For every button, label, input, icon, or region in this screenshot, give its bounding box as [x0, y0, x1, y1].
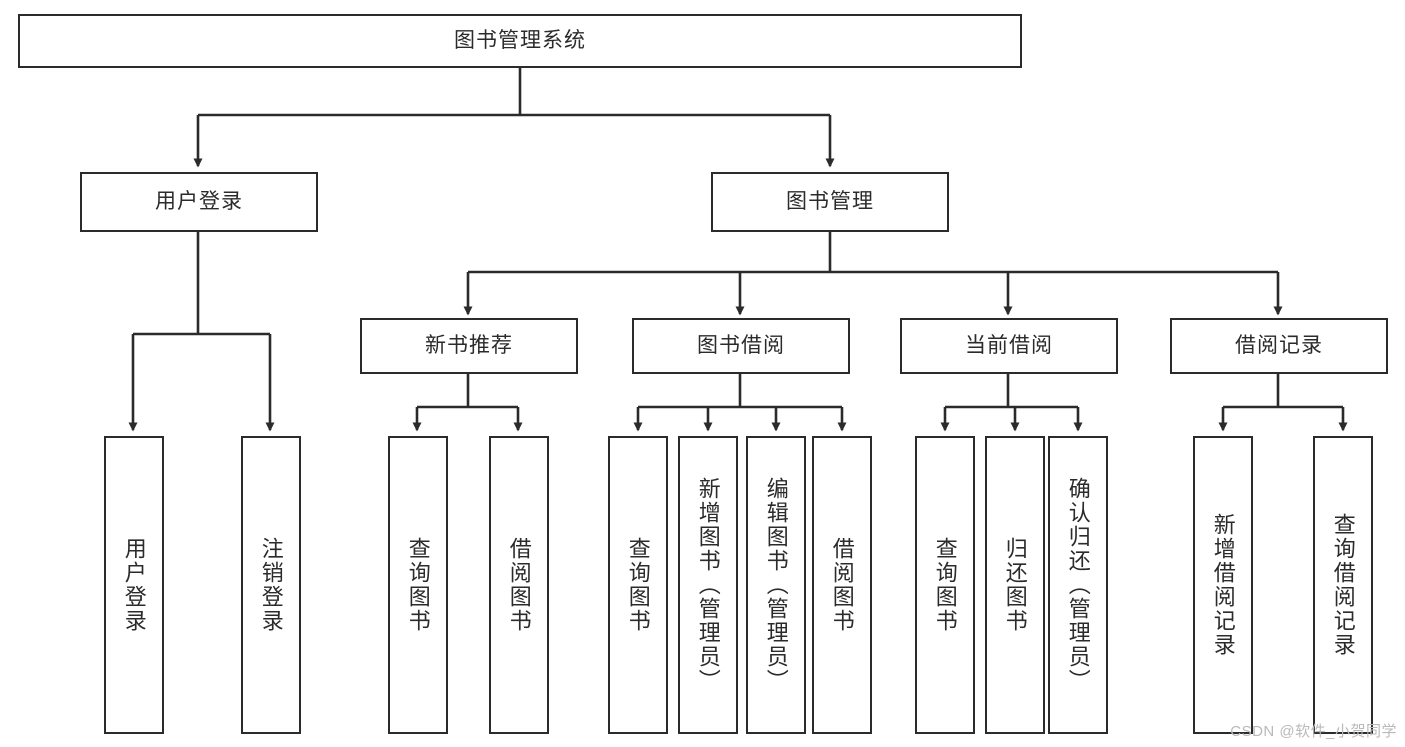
- node-label: 用户登录: [121, 537, 147, 633]
- leaf-user-login-logout[interactable]: 注销登录: [241, 436, 301, 734]
- node-label: 查询图书: [625, 537, 651, 633]
- node-label: 借阅图书: [506, 537, 532, 633]
- node-root-system[interactable]: 图书管理系统: [18, 14, 1022, 68]
- leaf-current-query-book[interactable]: 查询图书: [915, 436, 975, 734]
- watermark-text: CSDN @软件_小贺同学: [1230, 723, 1397, 740]
- leaf-recommend-borrow-book[interactable]: 借阅图书: [489, 436, 549, 734]
- node-current-borrow[interactable]: 当前借阅: [900, 318, 1118, 374]
- leaf-borrow-query-book[interactable]: 查询图书: [608, 436, 668, 734]
- node-label: 查询图书: [405, 537, 431, 633]
- node-new-book-recommend[interactable]: 新书推荐: [360, 318, 578, 374]
- node-label: 用户登录: [155, 190, 243, 214]
- leaf-borrow-borrow-book[interactable]: 借阅图书: [812, 436, 872, 734]
- leaf-recommend-query-book[interactable]: 查询图书: [388, 436, 448, 734]
- node-label: 注销登录: [258, 537, 284, 633]
- node-label: 归还图书: [1002, 537, 1028, 633]
- node-label: 图书管理系统: [454, 29, 586, 53]
- node-label: 借阅图书: [829, 537, 855, 633]
- node-label: 查询图书: [932, 537, 958, 633]
- node-label: 新增借阅记录: [1210, 513, 1236, 657]
- node-label: 借阅记录: [1235, 334, 1323, 358]
- node-label: 新书推荐: [425, 334, 513, 358]
- node-borrow-record[interactable]: 借阅记录: [1170, 318, 1388, 374]
- leaf-record-add-record[interactable]: 新增借阅记录: [1193, 436, 1253, 734]
- leaf-record-query-record[interactable]: 查询借阅记录: [1313, 436, 1373, 734]
- leaf-current-return-book[interactable]: 归还图书: [985, 436, 1045, 734]
- leaf-borrow-edit-book-admin[interactable]: 编辑图书（管理员）: [746, 436, 806, 734]
- node-book-borrow[interactable]: 图书借阅: [632, 318, 850, 374]
- node-label: 当前借阅: [965, 334, 1053, 358]
- node-label: 图书管理: [786, 190, 874, 214]
- node-label: 图书借阅: [697, 334, 785, 358]
- node-book-management[interactable]: 图书管理: [711, 172, 949, 232]
- node-label: 编辑图书（管理员）: [763, 477, 789, 693]
- leaf-borrow-add-book-admin[interactable]: 新增图书（管理员）: [678, 436, 738, 734]
- node-user-login[interactable]: 用户登录: [80, 172, 318, 232]
- node-label: 新增图书（管理员）: [695, 477, 721, 693]
- node-label: 查询借阅记录: [1330, 513, 1356, 657]
- leaf-current-confirm-return-admin[interactable]: 确认归还（管理员）: [1048, 436, 1108, 734]
- node-label: 确认归还（管理员）: [1065, 477, 1091, 693]
- leaf-user-login-login[interactable]: 用户登录: [104, 436, 164, 734]
